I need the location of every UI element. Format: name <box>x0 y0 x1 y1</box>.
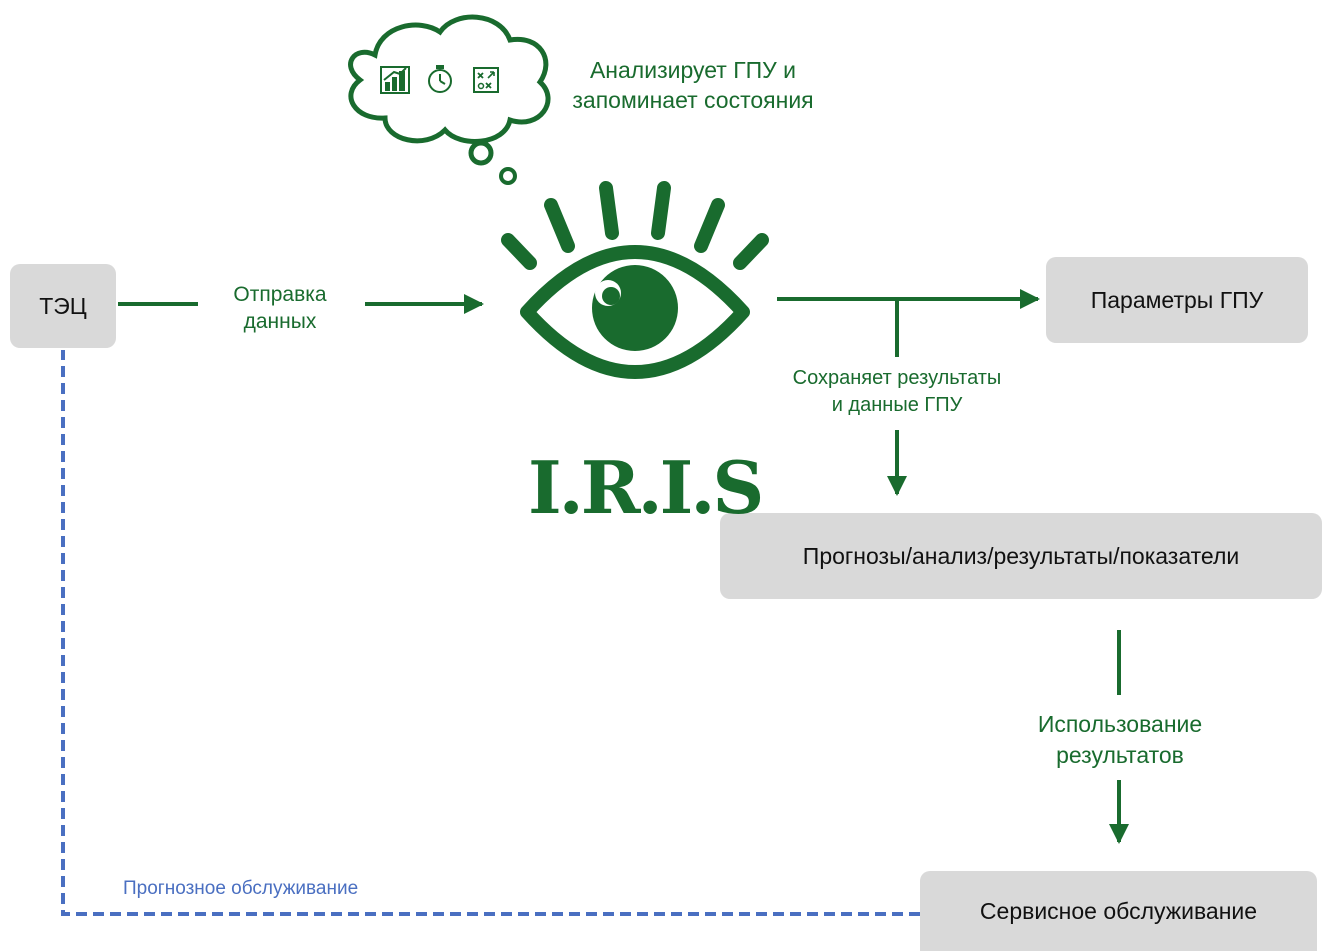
analyze-label: Анализирует ГПУ и запоминает состояния <box>572 57 814 113</box>
gpu-params-label: Параметры ГПУ <box>1090 286 1264 313</box>
forecasts-box: Прогнозы/анализ/результаты/показатели <box>720 513 1322 599</box>
strategy-board-icon <box>473 67 499 93</box>
thought-cloud <box>348 14 551 185</box>
iris-logo: I.R.I.S <box>528 445 764 530</box>
forecasts-label: Прогнозы/анализ/результаты/показатели <box>802 542 1240 569</box>
thought-bubble-large <box>468 140 494 166</box>
service-label: Сервисное обслуживание <box>979 897 1258 924</box>
predictive-maintenance-line <box>61 350 920 916</box>
connectors <box>118 289 1129 844</box>
save-results-label: Сохраняет результаты и данные ГПУ <box>792 367 1002 416</box>
gpu-params-box: Параметры ГПУ <box>1046 257 1308 343</box>
tec-label: ТЭЦ <box>39 292 87 319</box>
service-box: Сервисное обслуживание <box>920 871 1317 951</box>
tec-box: ТЭЦ <box>10 264 116 348</box>
eye-icon <box>501 181 769 379</box>
chart-growth-icon <box>380 66 410 94</box>
stopwatch-icon <box>428 65 452 93</box>
predictive-maintenance-label: Прогнозное обслуживание <box>123 878 359 899</box>
use-results-label: Использование результатов <box>1037 711 1203 768</box>
thought-bubble-small <box>499 167 517 185</box>
send-data-label: Отправка данных <box>233 283 327 333</box>
